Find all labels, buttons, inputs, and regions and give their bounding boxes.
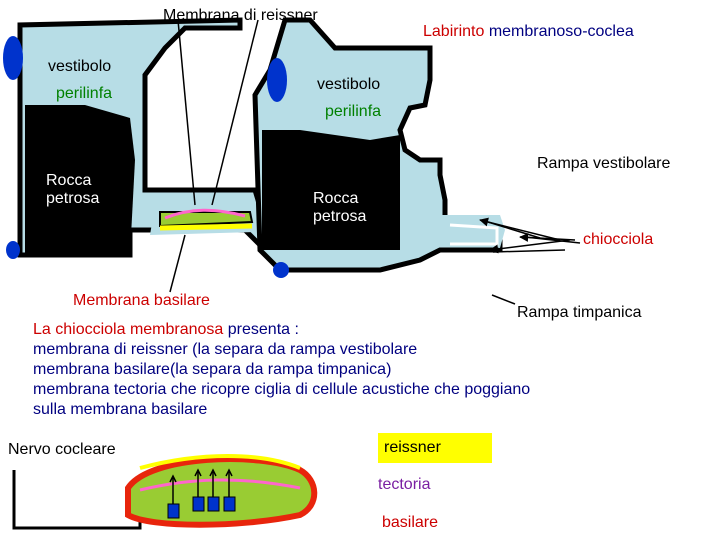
title-labirinto: Labirinto membranoso-coclea	[423, 23, 634, 41]
label-rampa-timpanica: Rampa timpanica	[517, 304, 642, 321]
pointer-reissner-right	[211, 19, 259, 206]
hair-cell	[223, 496, 236, 512]
pointer-reissner-left	[177, 19, 196, 206]
label-chiocciola: chiocciola	[583, 231, 654, 248]
legend-tectoria-label: tectoria	[378, 476, 431, 493]
pointer-rampa-timpanica	[491, 294, 516, 305]
left-basilar-membrane	[159, 223, 253, 231]
label-membrana-basilare: Membrana basilare	[73, 292, 210, 309]
chiocciola-arrows	[479, 217, 576, 254]
legend-reissner-membrane	[139, 454, 301, 470]
hair-cell-cilia	[169, 468, 233, 504]
nervo-cocleare-line	[12, 470, 142, 530]
description-line-2: membrana di reissner (la separa da rampa…	[33, 341, 418, 358]
right-duct-wall	[449, 223, 499, 246]
description-highlight: La chiocciola membranosa	[33, 321, 224, 338]
right-round-window	[273, 262, 289, 278]
description-text: La chiocciola membranosa presenta : memb…	[33, 320, 673, 420]
description-line-1: La chiocciola membranosa presenta :	[33, 320, 673, 340]
label-rampa-vestibolare: Rampa vestibolare	[537, 155, 671, 172]
rocca-left-line1: Rocca	[46, 172, 92, 189]
pointer-membrana-basilare	[169, 234, 186, 293]
right-cochlea	[252, 17, 505, 278]
legend-organ	[125, 456, 318, 528]
legend-tectorial-membrane	[139, 478, 301, 492]
legend-reissner-box: reissner	[378, 433, 492, 463]
label-vestibolo-left: vestibolo	[48, 58, 112, 75]
legend-reissner-label: reissner	[384, 439, 441, 456]
pointer-chiocciola-3	[492, 249, 566, 253]
right-rocca-petrosa	[262, 130, 400, 250]
description-line-1-rest: presenta :	[223, 321, 299, 338]
label-perilinfa-right: perilinfa	[325, 103, 382, 120]
left-oval-window	[3, 36, 23, 80]
description-line-3: membrana basilare(la separa da rampa tim…	[33, 361, 392, 378]
label-perilinfa-left: perilinfa	[56, 85, 113, 102]
right-oval-window	[267, 58, 287, 102]
left-round-window	[6, 241, 20, 259]
title-part2: membranoso-coclea	[488, 23, 634, 40]
left-tectorial-membrane	[164, 208, 246, 220]
hair-cell	[207, 496, 220, 512]
pointer-lines	[169, 19, 581, 305]
left-rocca-petrosa	[25, 105, 135, 255]
label-rocca-left: Rocca petrosa	[46, 172, 99, 208]
legend-basilare-label: basilare	[382, 514, 439, 531]
rocca-left-line2: petrosa	[46, 190, 100, 207]
left-cochlea	[3, 17, 273, 259]
rocca-right-line2: petrosa	[313, 208, 367, 225]
label-vestibolo-right: vestibolo	[317, 76, 381, 93]
label-nervo-cocleare: Nervo cocleare	[8, 441, 116, 458]
description-line-4: membrana tectoria che ricopre ciglia di …	[33, 381, 531, 398]
label-membrana-reissner: Membrana di reissner	[163, 7, 318, 24]
description-line-5: sulla membrana basilare	[33, 401, 208, 418]
title-part1: Labirinto	[423, 23, 485, 40]
legend-cross-section	[12, 454, 318, 530]
label-rocca-right: Rocca petrosa	[313, 190, 366, 226]
hair-cell	[167, 503, 180, 519]
rocca-right-line1: Rocca	[313, 190, 359, 207]
hair-cell	[192, 496, 205, 512]
